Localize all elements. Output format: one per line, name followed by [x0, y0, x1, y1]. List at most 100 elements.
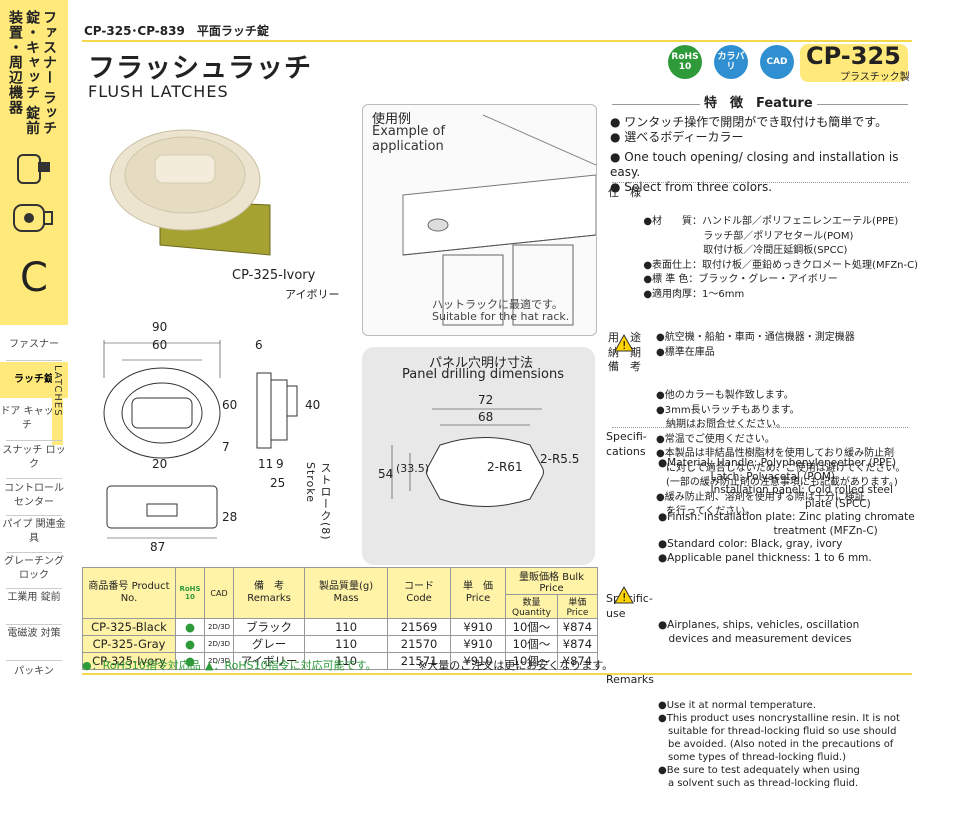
sidebar-item-snatch-lock[interactable]: スナッチ ロック	[2, 445, 66, 470]
dim-7: 7	[222, 440, 230, 454]
spec-jp-remarks: 備 考 ●他のカラーも製作致します。●3mm長いラッチもあります。 納期はお問合…	[608, 360, 906, 517]
model-codes: CP-325･CP-839 平面ラッチ錠	[84, 24, 269, 38]
divider	[6, 440, 62, 441]
panel-drilling-drawing	[370, 395, 590, 560]
dim-25: 25	[270, 476, 286, 490]
example-title-jp: 使用例	[372, 112, 412, 127]
sidebar-item-control-center[interactable]: コントロール センター	[4, 483, 64, 508]
svg-text:!: !	[622, 339, 626, 352]
model-badge	[800, 44, 908, 82]
table-header-row: 商品番号 Product No. RoHS 10 CAD 備 考 Remarks…	[82, 567, 598, 619]
rohs-icon: RoHS 10	[668, 45, 702, 79]
sidebar-item-pipe[interactable]: パイプ 関連金具	[2, 519, 66, 544]
product-name-jp: アイボリー	[285, 288, 340, 301]
col-mass: 製品質量(g) Mass	[304, 567, 389, 619]
sidebar-item-latch[interactable]: ラッチ錠	[14, 374, 54, 385]
dim-11: 11	[258, 457, 274, 471]
dim-6: 6	[255, 338, 263, 352]
sidebar-item-emi[interactable]: 電磁波 対策	[7, 628, 61, 639]
col-cad: CAD	[203, 567, 235, 619]
divider	[612, 427, 908, 428]
sidebar-item-grating-lock[interactable]: グレーチング ロック	[4, 556, 64, 581]
dim-28: 28	[222, 510, 238, 524]
table-row[interactable]: CP-325-Ivory ● 2D/3D アイボリー 110 21571 ¥91…	[82, 652, 599, 670]
panel-dim-r61: 2-R61	[487, 460, 523, 474]
col-price: 単 価 Price	[450, 567, 507, 619]
spec-jp-specs: 仕 様 ●材 質：ハンドル部／ポリフェニレンエーテル(PPE) ラッチ部／ポリア…	[608, 186, 918, 300]
feature-jp-1: ● ワンタッチ操作で開閉ができ取付けも簡単です。	[610, 115, 888, 129]
specs-jp: 仕 様 ●材 質：ハンドル部／ポリフェニレンエーテル(PPE) ラッチ部／ポリア…	[608, 186, 918, 549]
warning-icon: !	[614, 333, 634, 356]
spec-jp-usage: 用 途 ●航空機・船舶・車両・通信機器・測定機器	[608, 331, 855, 344]
divider	[6, 624, 62, 625]
header-rule	[82, 40, 912, 42]
col-rohs: RoHS 10	[175, 567, 205, 619]
cad-icon: CAD	[760, 45, 794, 79]
feature-heading: 特 徴 Feature	[700, 92, 817, 111]
page-title: フラッシュラッチ	[88, 53, 312, 84]
sidebar-item-packing[interactable]: パッキン	[14, 666, 54, 677]
col-remarks: 備 考 Remarks	[233, 567, 306, 619]
footer-note-rohs: ●：RoHS10指令対応品	[82, 659, 201, 672]
sidebar-item-industrial-lock[interactable]: 工業用 錠前	[7, 592, 61, 603]
divider	[6, 515, 62, 516]
panel-dim-54: 54	[378, 467, 394, 481]
model-material: プラスチック製	[840, 72, 910, 83]
dim-60: 60	[152, 338, 168, 352]
sidebar-category-block	[0, 0, 68, 325]
footer-note-rohs-possible: ▲：RoHS10指令に対応可能です。	[205, 659, 377, 672]
dim-87: 87	[150, 540, 166, 554]
feature-jp-2: ● 選べるボディーカラー	[610, 130, 744, 144]
dim-9: 9	[276, 457, 284, 471]
dim-20: 20	[152, 457, 168, 471]
panel-dim-68: 68	[478, 410, 494, 424]
product-photo	[100, 105, 280, 265]
panel-dim-335: (33.5)	[396, 462, 430, 475]
divider	[6, 660, 62, 661]
col-code: コード Code	[387, 567, 452, 619]
sidebar-letter: C	[20, 255, 48, 301]
price-table: 商品番号 Product No. RoHS 10 CAD 備 考 Remarks…	[82, 567, 599, 670]
features-en: ● One touch opening/ closing and install…	[610, 150, 915, 195]
product-name: CP-325-Ivory	[232, 268, 316, 283]
footer-note-bulk: ※大量のご注文は更にお安くなります。	[418, 659, 614, 672]
example-caption-en: Suitable for the hat rack.	[432, 310, 570, 323]
sidebar-item-door-catch[interactable]: ドア キャッチ	[0, 406, 54, 431]
example-panel	[362, 104, 597, 336]
panel-dim-r5: 2-R5.5	[540, 452, 580, 466]
spec-en-remarks: Remarks ●Use it at normal temperature.●T…	[606, 673, 900, 789]
spec-en-use: Specific- use ●Airplanes, ships, vehicle…	[606, 592, 860, 645]
col-quantity: 数量 Quantity	[505, 594, 558, 619]
technical-drawing	[92, 318, 362, 568]
stroke-label: ストローク(8) Stroke	[304, 462, 332, 541]
example-caption-jp: ハットラックに最適です。	[432, 298, 563, 311]
divider	[612, 182, 908, 183]
page-subtitle: FLUSH LATCHES	[88, 82, 229, 101]
color-variation-icon: カラバリ	[714, 45, 748, 79]
dim-90: 90	[152, 320, 168, 334]
sidebar-item-fasteners[interactable]: ファスナー	[9, 339, 59, 350]
warning-icon: !	[614, 585, 634, 608]
example-title-en: Example of application	[372, 124, 446, 154]
divider	[6, 360, 62, 361]
divider	[6, 478, 62, 479]
sidebar-latches-label: LATCHES	[52, 365, 63, 445]
footer-rule	[82, 673, 912, 675]
dim-60-vert: 60	[222, 398, 238, 412]
spec-jp-delivery: 納 期 ●標準在庫品	[608, 345, 715, 359]
col-bulk: 量販価格 Bulk Price	[505, 567, 598, 595]
table-row[interactable]: CP-325-Black ● 2D/3D ブラック 110 21569 ¥910…	[82, 618, 599, 636]
col-bulk-price: 単価 Price	[556, 594, 599, 619]
feature-en-1: ● One touch opening/ closing and install…	[610, 150, 899, 179]
col-product: 商品番号 Product No.	[82, 567, 176, 619]
model-badge-text: CP-325	[806, 42, 901, 70]
feature-en-2: ● Select from three colors.	[610, 180, 773, 194]
panel-title-jp: パネル穴明け寸法	[429, 356, 534, 371]
panel-title-en: Panel drilling dimensions	[402, 367, 564, 382]
divider	[6, 552, 62, 553]
table-row[interactable]: CP-325-Gray ● 2D/3D グレー 110 21570 ¥910 1…	[82, 635, 599, 653]
dim-40: 40	[305, 398, 321, 412]
latch-icon	[8, 150, 58, 245]
panel-dim-72: 72	[478, 393, 494, 407]
spec-en-specs: Specifi- cations ●Material: Handle: Poly…	[606, 430, 915, 564]
